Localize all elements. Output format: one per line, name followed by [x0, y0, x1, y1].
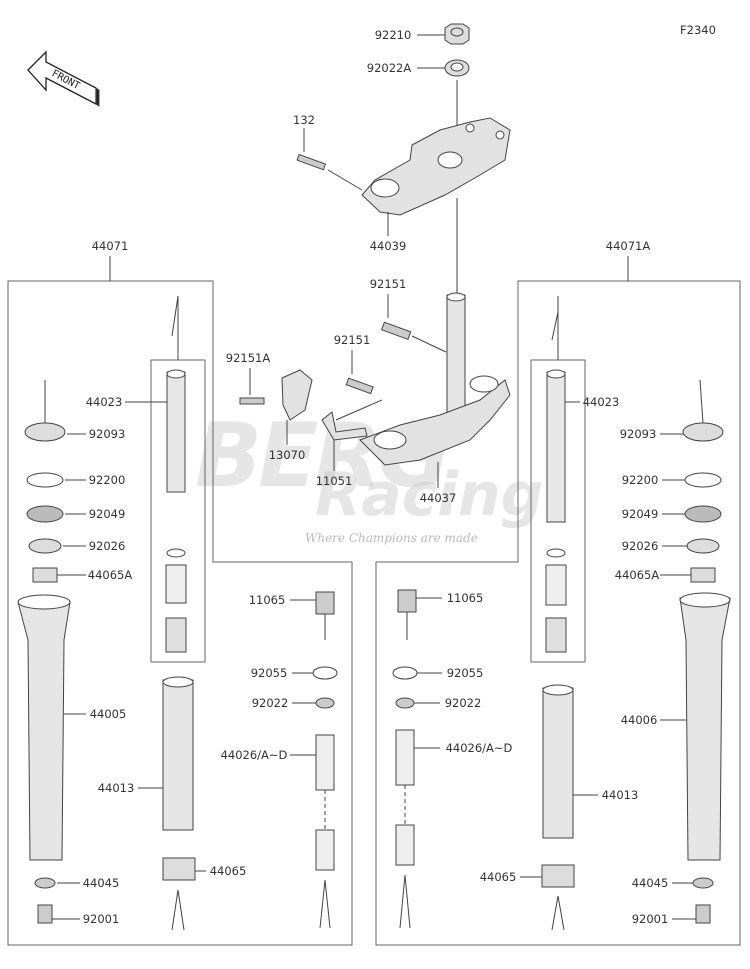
part-label-92026-left[interactable]: 92026 — [88, 539, 126, 553]
part-label-11065-left[interactable]: 11065 — [248, 593, 286, 607]
part-label-92001-left[interactable]: 92001 — [82, 912, 120, 926]
part-label-44005[interactable]: 44005 — [89, 707, 127, 721]
part-label-92022-left[interactable]: 92022 — [251, 696, 289, 710]
part-label-92001-right[interactable]: 92001 — [631, 912, 669, 926]
washer-92022A-icon — [444, 59, 470, 77]
part-label-44065-left[interactable]: 44065 — [209, 864, 247, 878]
part-label-44065-right[interactable]: 44065 — [479, 870, 517, 884]
part-label-44013-right[interactable]: 44013 — [601, 788, 639, 802]
part-label-92093-right[interactable]: 92093 — [619, 427, 657, 441]
bolt-132-icon — [296, 153, 327, 171]
part-label-92022-right[interactable]: 92022 — [444, 696, 482, 710]
part-label-92049-left[interactable]: 92049 — [88, 507, 126, 521]
part-label-44023-left[interactable]: 44023 — [85, 395, 123, 409]
part-label-92049-right[interactable]: 92049 — [621, 507, 659, 521]
part-label-92093-left[interactable]: 92093 — [88, 427, 126, 441]
part-label-44071A[interactable]: 44071A — [605, 239, 651, 253]
part-label-92055-right[interactable]: 92055 — [446, 666, 484, 680]
part-label-44006[interactable]: 44006 — [620, 713, 658, 727]
part-label-44037[interactable]: 44037 — [419, 491, 457, 505]
right-fork-parts — [392, 296, 731, 931]
part-label-92022A[interactable]: 92022A — [366, 61, 412, 75]
part-label-92200-left[interactable]: 92200 — [88, 473, 126, 487]
part-label-44071[interactable]: 44071 — [91, 239, 129, 253]
part-label-11065-right[interactable]: 11065 — [446, 591, 484, 605]
part-label-44023-right[interactable]: 44023 — [582, 395, 620, 409]
part-label-44065A-left[interactable]: 44065A — [87, 568, 133, 582]
part-label-92055-left[interactable]: 92055 — [250, 666, 288, 680]
part-label-44045-left[interactable]: 44045 — [82, 876, 120, 890]
bolt-92151A-icon — [239, 397, 265, 405]
part-label-44045-right[interactable]: 44045 — [631, 876, 669, 890]
part-label-44065A-right[interactable]: 44065A — [614, 568, 660, 582]
part-label-92151A[interactable]: 92151A — [225, 351, 271, 365]
part-label-11051[interactable]: 11051 — [315, 474, 353, 488]
part-label-44026-left[interactable]: 44026/A~D — [220, 748, 288, 762]
nut-92210-icon — [444, 23, 470, 45]
part-label-92200-right[interactable]: 92200 — [621, 473, 659, 487]
steering-stem-44037-icon — [359, 292, 511, 466]
part-label-132[interactable]: 132 — [293, 113, 315, 127]
part-label-44039[interactable]: 44039 — [369, 239, 407, 253]
part-label-92026-right[interactable]: 92026 — [621, 539, 659, 553]
left-fork-parts — [17, 295, 338, 931]
upper-bracket-44039-icon — [361, 117, 511, 216]
part-label-13070[interactable]: 13070 — [268, 448, 306, 462]
bolt-92151-icon — [380, 321, 412, 340]
part-label-92151[interactable]: 92151 — [369, 277, 407, 291]
left-fork-assembly-box — [7, 280, 353, 946]
right-fork-assembly-box — [375, 280, 741, 946]
clamp-13070-icon — [281, 369, 313, 421]
front-arrow-icon: FRONT — [27, 50, 100, 107]
part-label-92210[interactable]: 92210 — [374, 28, 412, 42]
part-label-44013-left[interactable]: 44013 — [97, 781, 135, 795]
figure-code: F2340 — [680, 23, 716, 37]
bolt-92151-mid-icon — [345, 377, 374, 395]
part-label-44026-right[interactable]: 44026/A~D — [445, 741, 513, 755]
part-label-92151[interactable]: 92151 — [333, 333, 371, 347]
